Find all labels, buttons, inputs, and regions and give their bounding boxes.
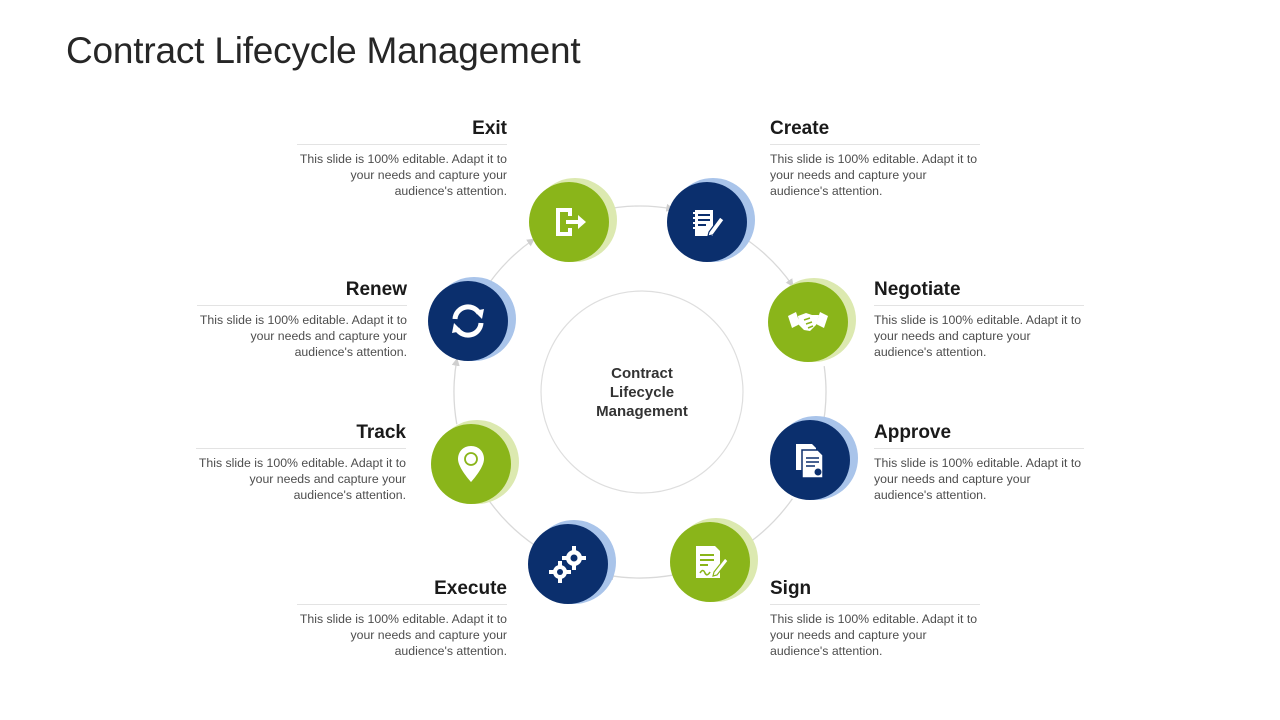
stage-block-execute: Execute This slide is 100% editable. Ada… xyxy=(297,578,507,659)
stage-node-negotiate[interactable] xyxy=(768,278,856,370)
refresh-icon xyxy=(452,304,484,338)
stage-node-approve[interactable] xyxy=(770,416,858,508)
signature-document-icon xyxy=(696,546,729,578)
stage-block-approve: Approve This slide is 100% editable. Ada… xyxy=(874,422,1084,503)
stage-title: Negotiate xyxy=(874,279,1084,306)
stage-node-sign[interactable] xyxy=(670,518,758,610)
stage-block-track: Track This slide is 100% editable. Adapt… xyxy=(196,422,406,503)
stage-title: Renew xyxy=(197,279,407,306)
stage-block-sign: Sign This slide is 100% editable. Adapt … xyxy=(770,578,980,659)
stage-block-create: Create This slide is 100% editable. Adap… xyxy=(770,118,980,199)
stage-description: This slide is 100% editable. Adapt it to… xyxy=(299,612,507,658)
stage-title: Sign xyxy=(770,578,980,605)
handshake-icon xyxy=(788,312,828,331)
approved-document-icon xyxy=(796,444,824,479)
page-title: Contract Lifecycle Management xyxy=(66,30,581,71)
stage-description: This slide is 100% editable. Adapt it to… xyxy=(770,152,978,198)
cycle-arrow xyxy=(451,357,460,425)
stage-node-track[interactable] xyxy=(431,420,519,512)
stage-block-exit: Exit This slide is 100% editable. Adapt … xyxy=(297,118,507,199)
stage-block-renew: Renew This slide is 100% editable. Adapt… xyxy=(197,279,407,360)
stage-description: This slide is 100% editable. Adapt it to… xyxy=(299,152,507,198)
stage-description: This slide is 100% editable. Adapt it to… xyxy=(874,456,1082,502)
exit-icon xyxy=(556,208,586,236)
stage-description: This slide is 100% editable. Adapt it to… xyxy=(198,456,406,502)
stage-description: This slide is 100% editable. Adapt it to… xyxy=(874,313,1082,359)
stage-node-renew[interactable] xyxy=(428,277,516,369)
stage-block-negotiate: Negotiate This slide is 100% editable. A… xyxy=(874,279,1084,360)
stage-description: This slide is 100% editable. Adapt it to… xyxy=(199,313,407,359)
stage-node-execute[interactable] xyxy=(528,520,616,612)
center-label: Contract Lifecycle Management xyxy=(542,292,742,492)
location-pin-icon xyxy=(458,446,484,482)
stage-title: Track xyxy=(196,422,406,449)
document-pen-icon xyxy=(693,210,725,237)
stage-node-create[interactable] xyxy=(667,178,755,270)
stage-title: Create xyxy=(770,118,980,145)
center-circle xyxy=(540,290,744,494)
stage-title: Approve xyxy=(874,422,1084,449)
stage-title: Exit xyxy=(297,118,507,145)
stage-title: Execute xyxy=(297,578,507,605)
stage-node-exit[interactable] xyxy=(529,178,617,270)
center-label-text: Contract Lifecycle Management xyxy=(596,364,688,420)
cycle-arrow xyxy=(605,572,673,581)
stage-description: This slide is 100% editable. Adapt it to… xyxy=(770,612,978,658)
gears-icon xyxy=(549,546,586,583)
